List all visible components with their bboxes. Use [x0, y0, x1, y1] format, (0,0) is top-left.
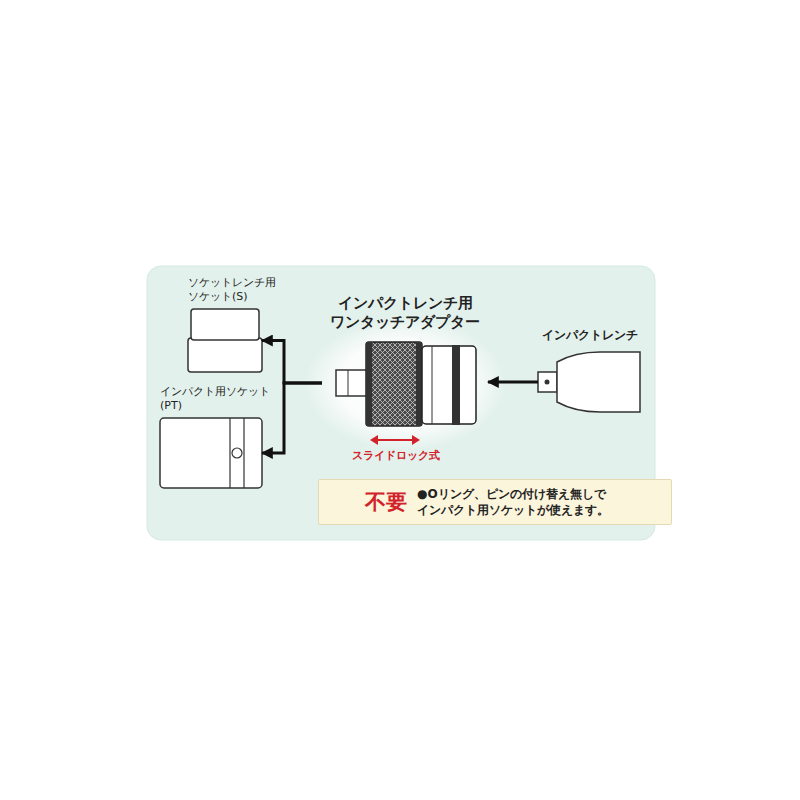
socket-pt-node: インパクト用ソケット (PT)	[160, 418, 262, 488]
slide-lock-label: スライドロック式	[352, 448, 440, 463]
adapter-drive-line	[348, 370, 349, 396]
flow-arrow	[488, 381, 538, 384]
socket-pt-heading: インパクト用ソケット (PT)	[160, 385, 280, 413]
slide-lock-arrow	[370, 435, 420, 445]
socket-s-heading: ソケットレンチ用 ソケット(S)	[188, 276, 308, 304]
wrench-body	[557, 352, 640, 412]
impact-wrench	[538, 352, 640, 412]
adapter-o-ring	[452, 345, 460, 425]
socket-s	[188, 309, 262, 372]
socket-pt-groove	[229, 418, 230, 488]
impact-wrench-heading: インパクトレンチ	[542, 328, 638, 343]
not-needed-mark: 不要	[365, 488, 407, 516]
note-box-node: 不要 ●Oリング、ピンの付け替え無しで インパクト用ソケットが使えます。	[318, 479, 672, 525]
wrench-anvil	[538, 372, 557, 392]
adapter-knurled-collar	[366, 342, 422, 426]
adapter-collar-band	[366, 342, 372, 426]
adapter-glow	[305, 318, 505, 450]
note-text: ●Oリング、ピンの付け替え無しで インパクト用ソケットが使えます。	[417, 486, 657, 518]
socket-pt	[160, 418, 262, 488]
cross-mark	[325, 487, 353, 515]
socket-s-upper	[191, 309, 259, 340]
adapter-heading: インパクトレンチ用 ワンタッチアダプター	[321, 294, 489, 332]
adapter-node: インパクトレンチ用 ワンタッチアダプター	[322, 336, 488, 430]
slide-lock-head	[412, 435, 420, 445]
flow-arrow	[262, 383, 322, 453]
socket-pt-body	[160, 418, 262, 488]
adapter-body-line	[432, 346, 433, 424]
not-needed-icon	[325, 487, 353, 515]
socket-pt-groove	[243, 418, 244, 488]
flow-arrow	[262, 341, 322, 384]
adapter-collar-band	[416, 342, 422, 426]
adapter-square-drive	[336, 370, 367, 396]
adapter-body	[422, 346, 476, 424]
impact-wrench-node: インパクトレンチ	[538, 350, 642, 414]
background-panel	[147, 266, 655, 540]
slide-lock-head	[370, 435, 378, 445]
wrench-detent	[545, 380, 550, 385]
adapter	[336, 342, 476, 426]
slide-lock-shaft	[376, 439, 414, 441]
socket-s-lower	[188, 338, 262, 372]
socket-s-node: ソケットレンチ用 ソケット(S)	[188, 309, 262, 372]
socket-pt-pin-hole	[232, 448, 242, 458]
